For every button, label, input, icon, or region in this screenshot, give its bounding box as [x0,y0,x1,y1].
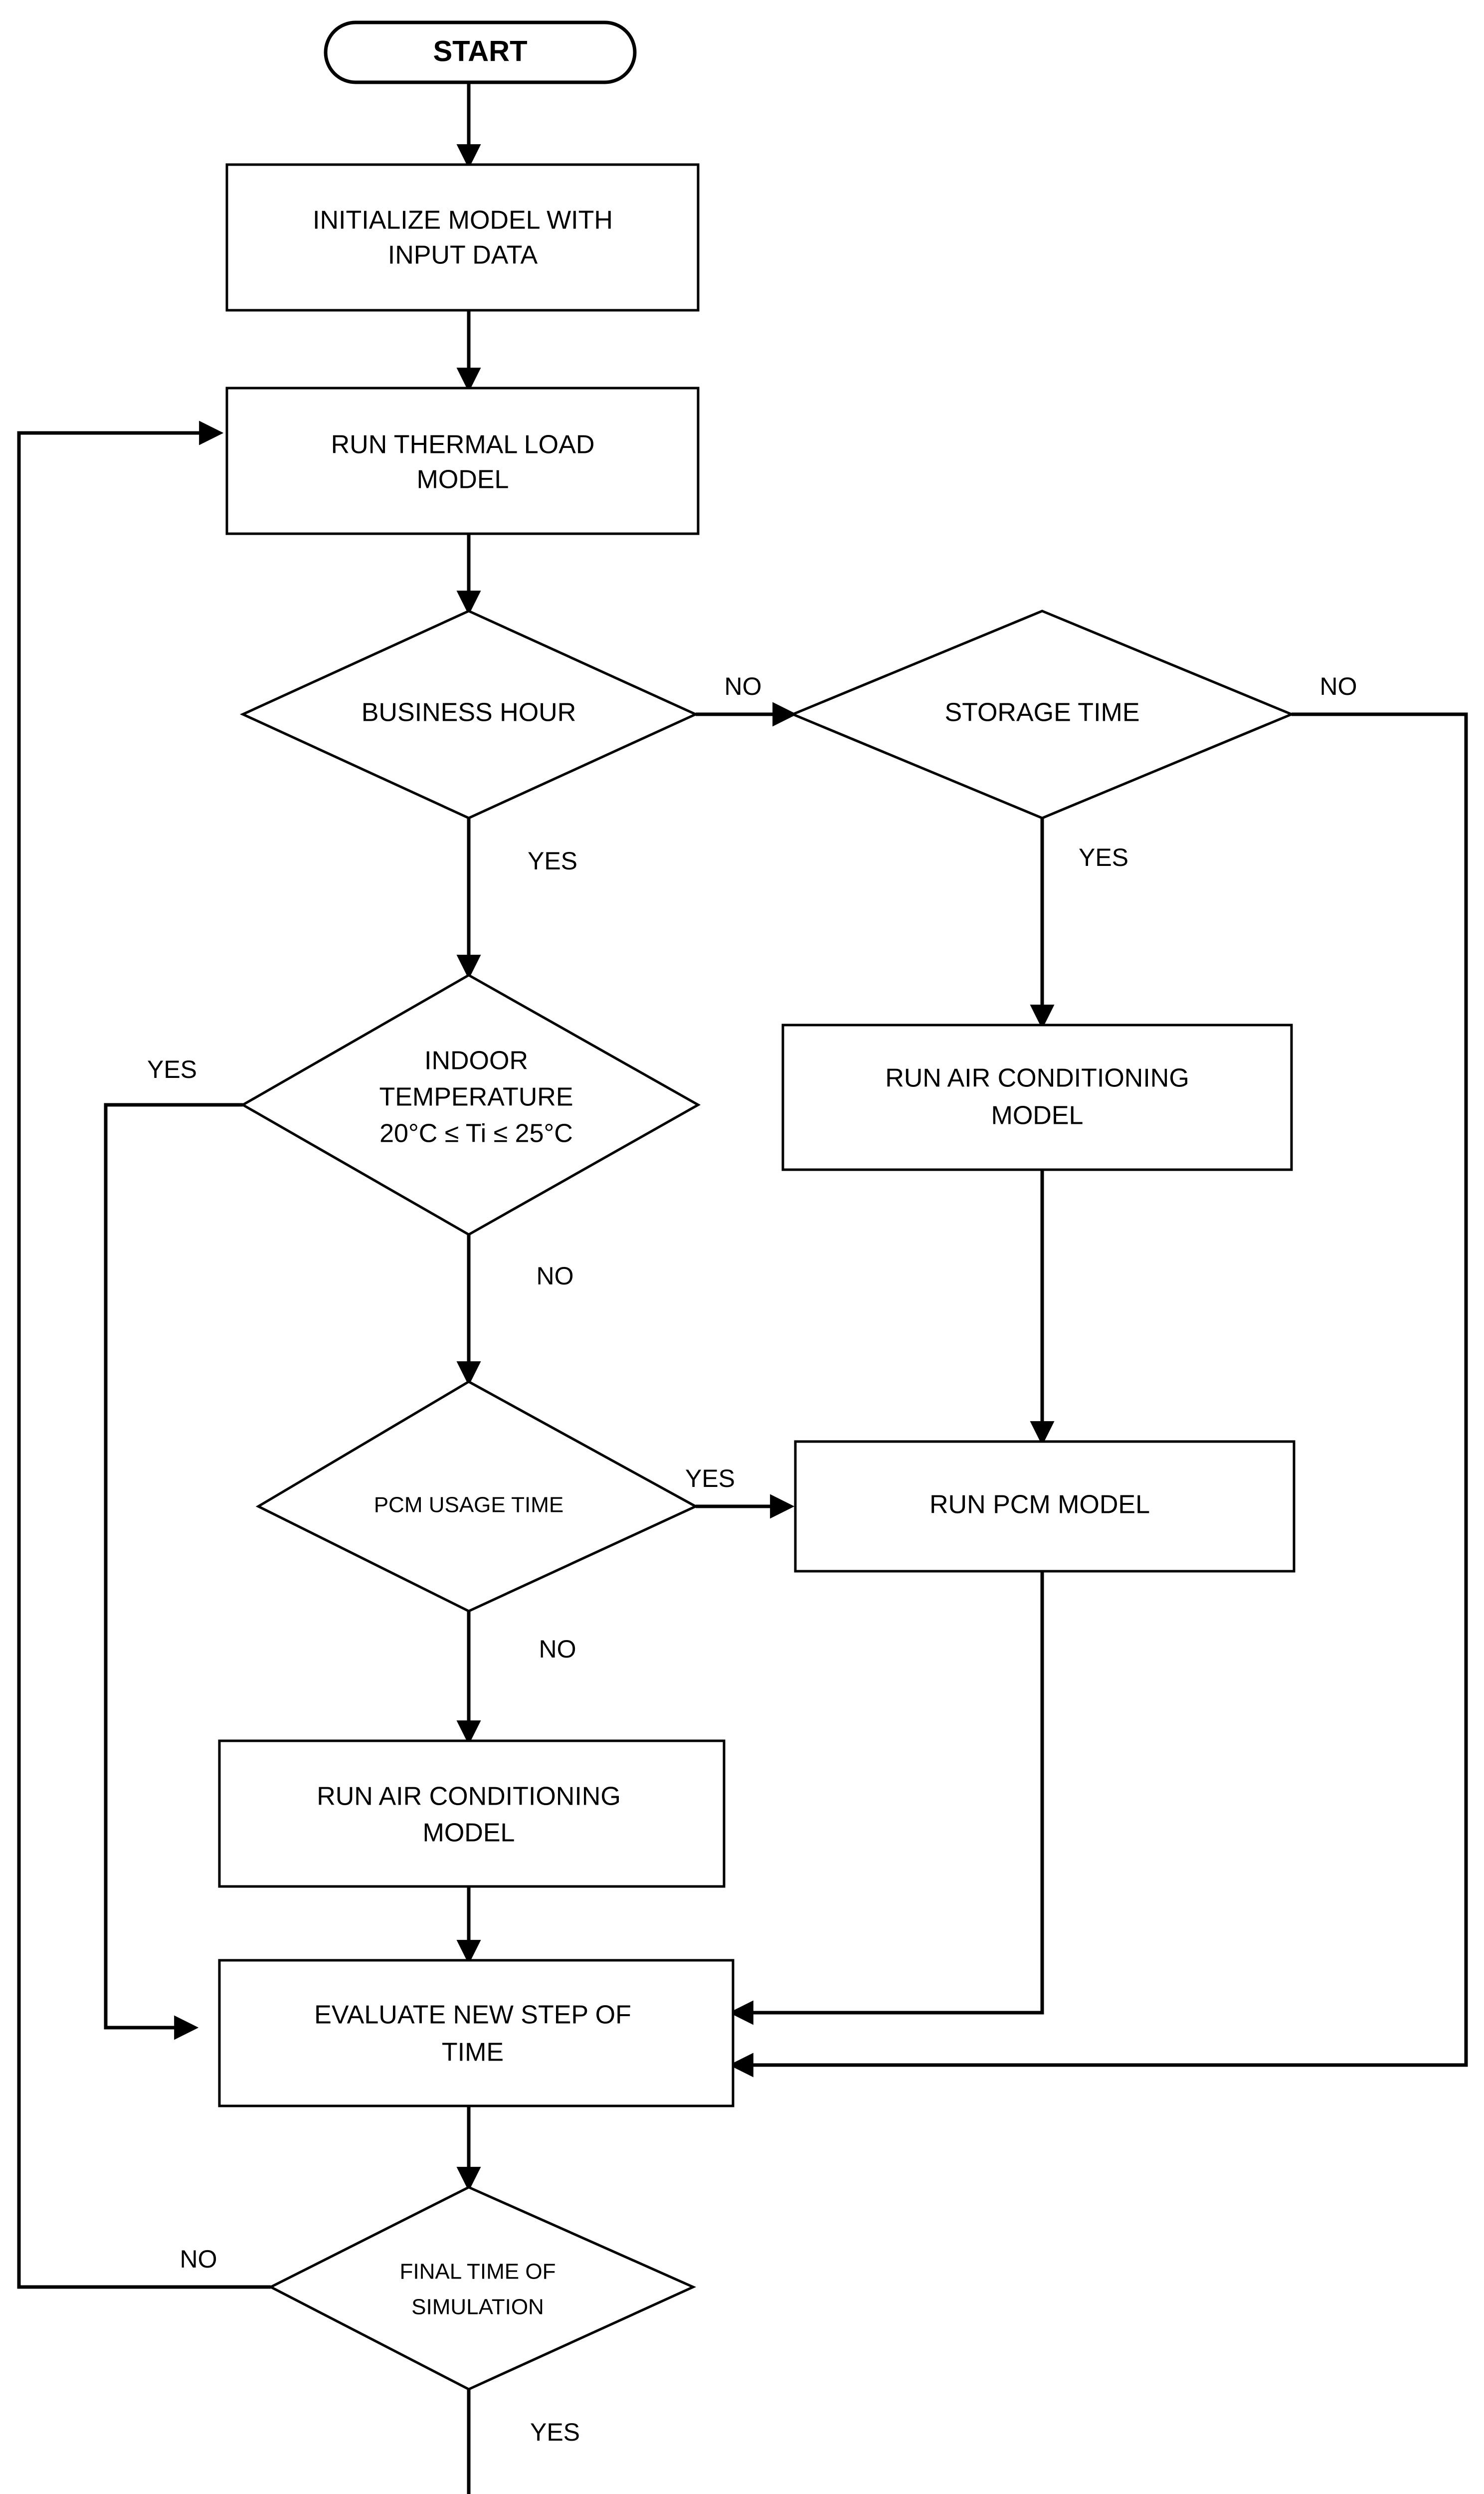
node-indoor-temperature-decision[interactable]: INDOOR TEMPERATURE 20°C ≤ Ti ≤ 25°C [240,974,701,1236]
edge-label-business-hour-no: NO [725,672,762,700]
final-time-label-line1: FINAL TIME OF [400,2260,556,2284]
start-terminator-shape [324,20,637,84]
node-pcm-usage-time-decision[interactable]: PCM USAGE TIME [255,1380,699,1613]
indoor-temperature-label-line1: INDOOR [424,1046,528,1075]
edge-label-pcm-usage-no: NO [539,1635,576,1663]
edge-label-final-time-yes: YES [530,2418,580,2446]
indoor-temperature-diamond-shape [240,974,701,1236]
pcm-model-box-shape [794,1440,1296,1573]
final-time-diamond-shape [268,2186,697,2391]
pcm-model-label: RUN PCM MODEL [929,1490,1150,1519]
edge-label-final-time-no: NO [180,2245,217,2273]
ac-model-left-label-line2: MODEL [423,1819,515,1848]
edge-label-indoor-temperature-yes: YES [147,1055,197,1083]
start-label: START [433,35,527,67]
thermal-load-label-line1: RUN THERMAL LOAD [331,430,595,459]
node-run-thermal-load-model[interactable]: RUN THERMAL LOAD MODEL [225,387,700,535]
storage-time-label: STORAGE TIME [944,698,1139,727]
edge-label-business-hour-yes: YES [528,847,577,875]
node-run-air-conditioning-model-right[interactable]: RUN AIR CONDITIONING MODEL [781,1024,1293,1171]
node-run-pcm-model[interactable]: RUN PCM MODEL [794,1440,1296,1573]
node-initialize-model[interactable]: INITIALIZE MODEL WITH INPUT DATA [225,163,700,312]
business-hour-diamond-shape [239,610,699,820]
edge-indoor-temperature-yes-to-evaluate [104,1103,243,2040]
node-storage-time-decision[interactable]: STORAGE TIME [789,610,1295,820]
evaluate-label-line1: EVALUATE NEW STEP OF [314,2001,631,2030]
evaluate-label-line2: TIME [442,2038,504,2067]
node-start[interactable]: START [324,20,637,84]
ac-model-left-label-line1: RUN AIR CONDITIONING [317,1782,621,1811]
node-run-air-conditioning-model-left[interactable]: RUN AIR CONDITIONING MODEL [218,1739,726,1888]
thermal-load-label-line2: MODEL [417,465,509,494]
node-final-time-of-simulation-decision[interactable]: FINAL TIME OF SIMULATION [268,2186,697,2391]
initialize-label-line1: INITIALIZE MODEL WITH [313,206,613,235]
initialize-box-shape [225,163,700,312]
edge-storage-time-no-to-evaluate [729,712,1468,2078]
pcm-usage-time-label: PCM USAGE TIME [374,1493,564,1517]
ac-model-left-box-shape [218,1739,726,1888]
edge-label-indoor-temperature-no: NO [537,1262,574,1290]
edge-label-storage-time-no: NO [1320,672,1357,700]
edge-label-pcm-usage-yes: YES [685,1464,735,1492]
indoor-temperature-label-line2: TEMPERATURE [379,1083,573,1112]
storage-time-diamond-shape [789,610,1295,820]
edge-final-time-no-to-thermal-load [17,420,271,2289]
final-time-label-line2: SIMULATION [411,2295,544,2319]
indoor-temperature-label-line3: 20°C ≤ Ti ≤ 25°C [379,1119,573,1148]
business-hour-label: BUSINESS HOUR [362,698,576,727]
ac-model-right-box-shape [781,1024,1293,1171]
node-evaluate-new-step-of-time[interactable]: EVALUATE NEW STEP OF TIME [218,1959,735,2107]
ac-model-right-label-line2: MODEL [991,1101,1084,1130]
pcm-usage-time-diamond-shape [255,1380,699,1613]
initialize-label-line2: INPUT DATA [388,241,538,270]
edge-label-storage-time-yes: YES [1079,843,1128,871]
ac-model-right-label-line1: RUN AIR CONDITIONING [885,1064,1189,1093]
node-business-hour-decision[interactable]: BUSINESS HOUR [239,610,699,820]
thermal-load-box-shape [225,387,700,535]
evaluate-box-shape [218,1959,735,2107]
edge-pcm-model-to-evaluate [729,1571,1044,2025]
